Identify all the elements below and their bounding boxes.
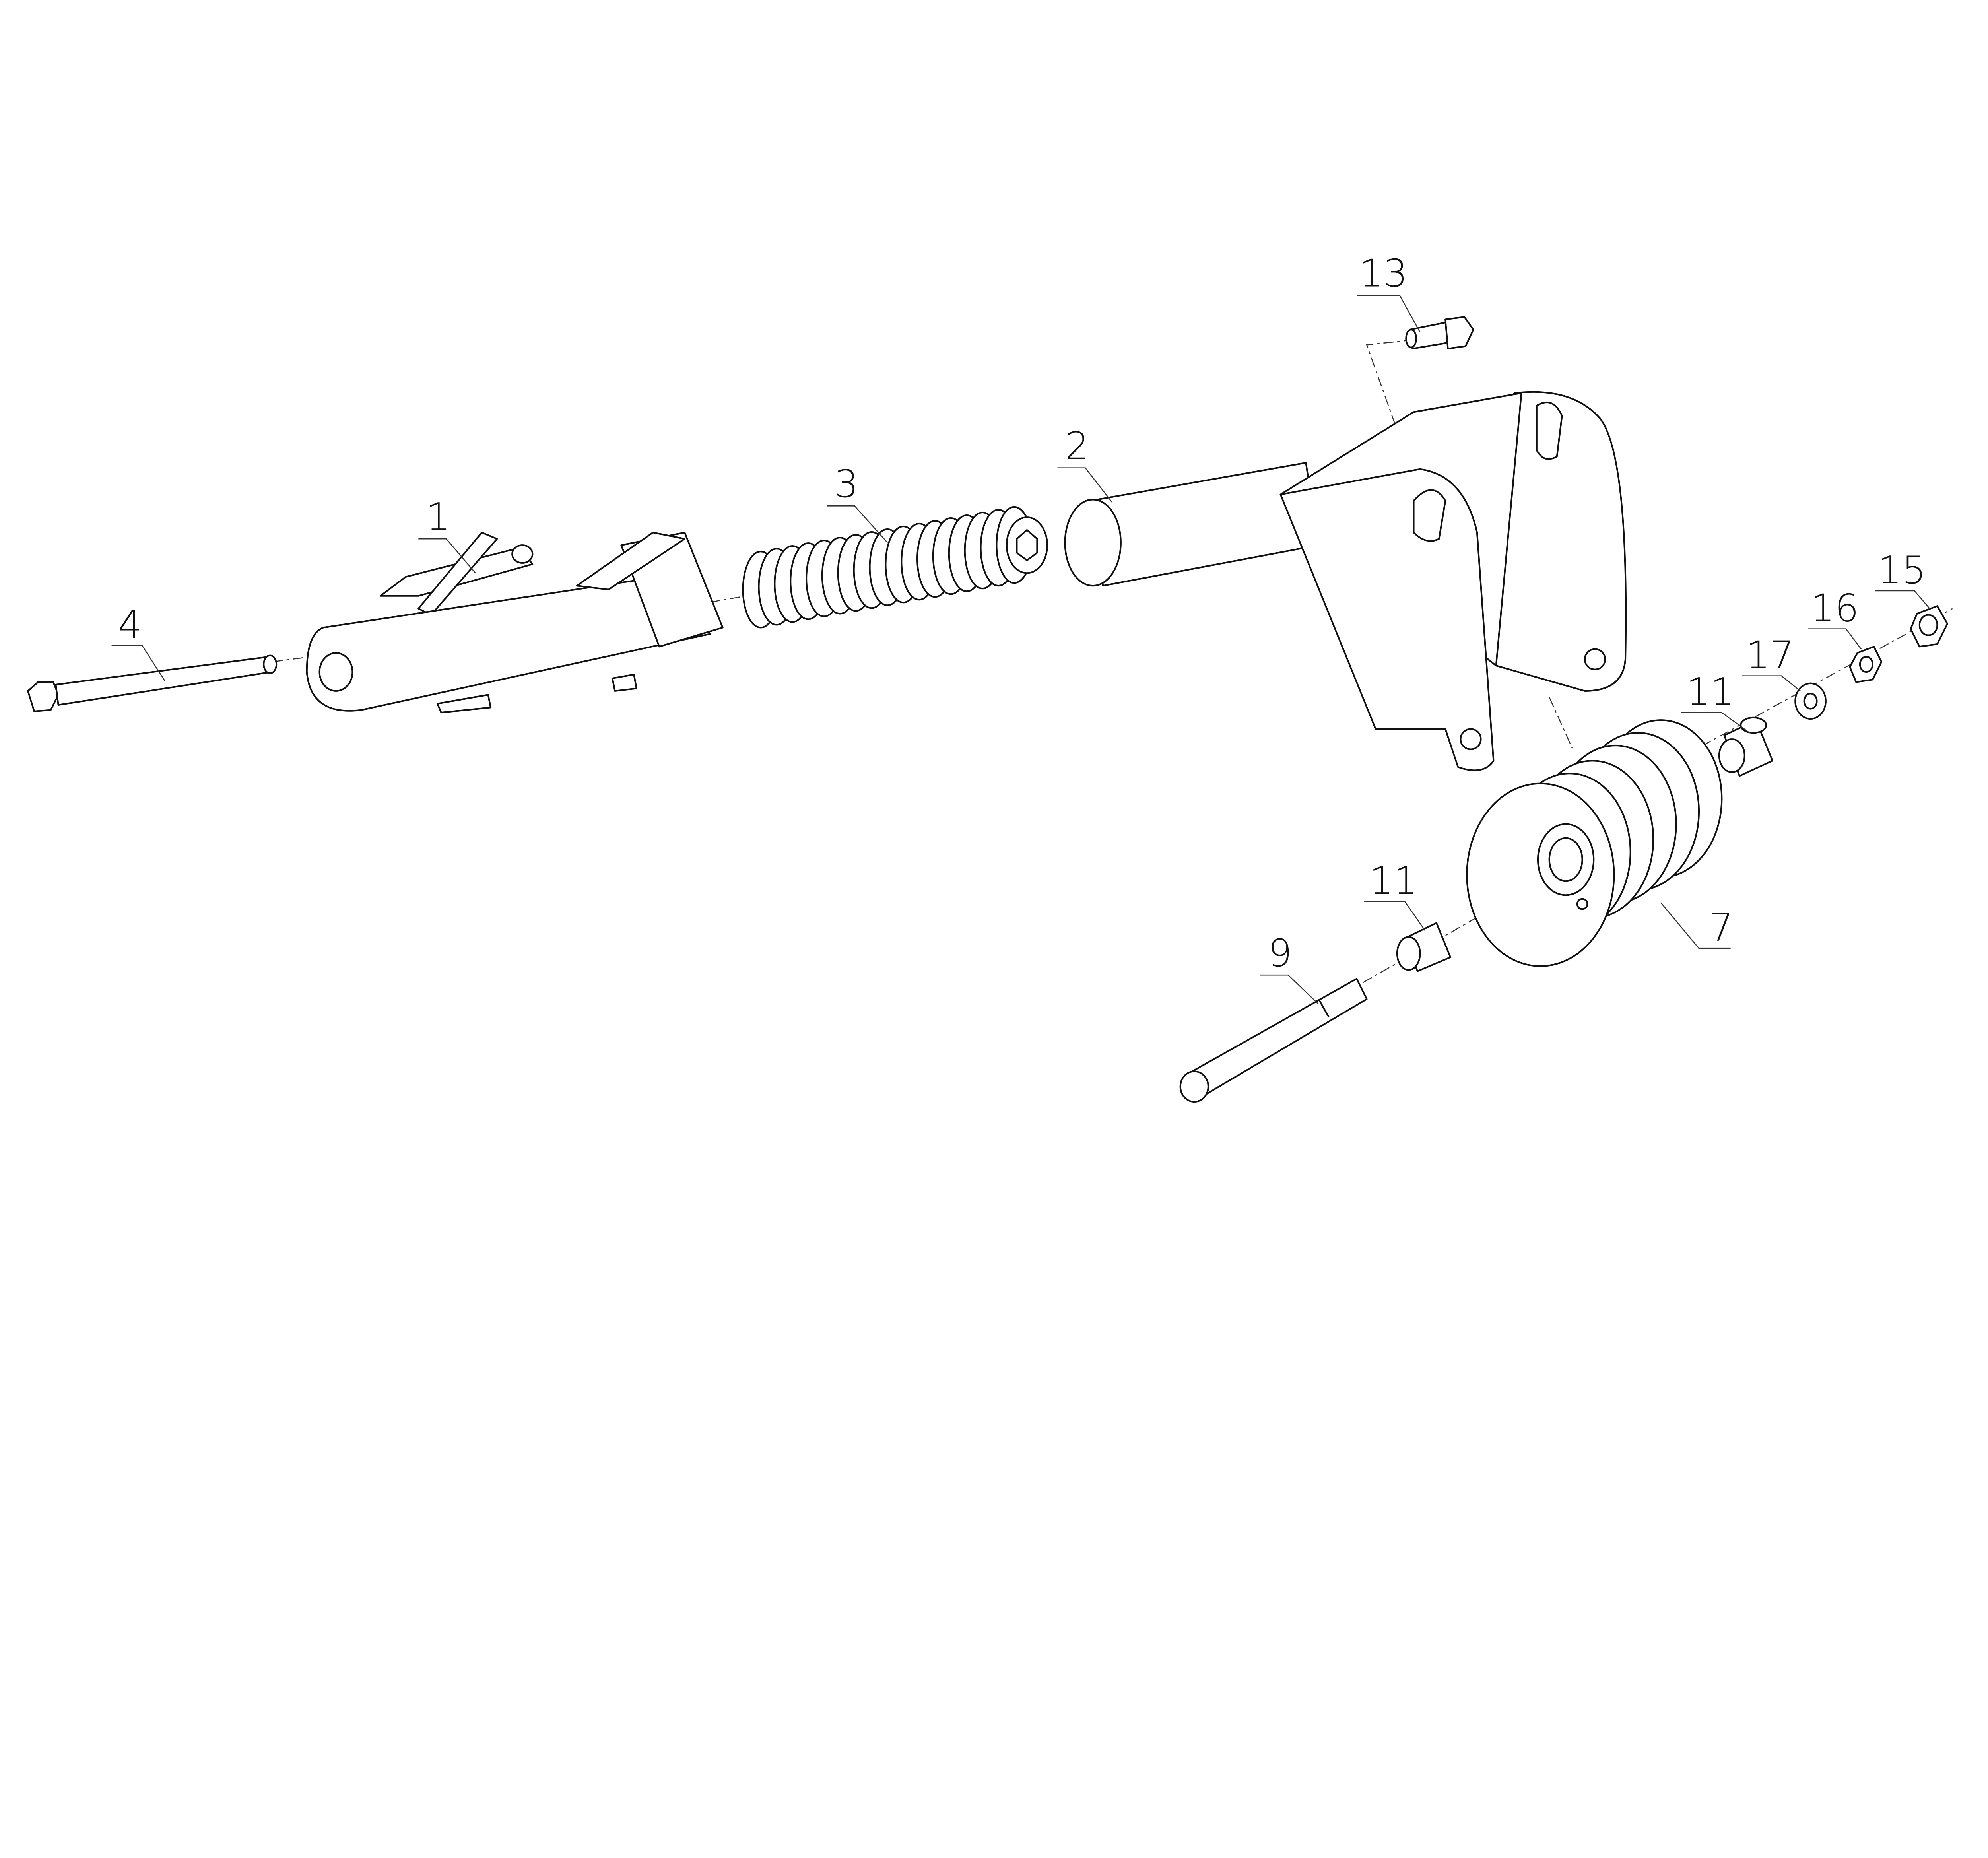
pulley-part-7 — [1466, 719, 1723, 967]
bushing-part-11-lower — [1396, 922, 1452, 972]
bolt-part-4 — [27, 654, 278, 712]
callout-label: 15 — [1878, 548, 1926, 592]
washer-part-17 — [1794, 682, 1827, 720]
nut-part-16 — [1849, 646, 1883, 683]
nut-part-15 — [1910, 605, 1949, 648]
callout-label: 17 — [1746, 633, 1794, 677]
callout-3: 3 — [827, 462, 888, 543]
spring-hex-nut — [1016, 529, 1038, 561]
callout-7: 7 — [1660, 902, 1733, 950]
frame-part-1 — [306, 532, 724, 714]
center-line-main — [272, 593, 1953, 983]
pin-part-9 — [1179, 978, 1368, 1103]
callout-17: 17 — [1742, 633, 1801, 691]
center-line-bolt13 — [1366, 339, 1421, 495]
callout-label: 3 — [834, 462, 858, 506]
callout-1: 1 — [418, 495, 476, 574]
spring-part-3 — [742, 506, 1048, 629]
callout-15: 15 — [1875, 548, 1930, 609]
callout-label: 11 — [1686, 670, 1735, 714]
callout-9: 9 — [1260, 931, 1319, 1005]
callout-4: 4 — [111, 602, 165, 681]
callout-16: 16 — [1808, 586, 1862, 650]
callout-label: 9 — [1268, 931, 1292, 975]
callout-2: 2 — [1057, 423, 1112, 503]
bolt-part-13 — [1405, 316, 1474, 349]
callout-label: 4 — [118, 602, 142, 647]
callout-11-upper: 11 — [1681, 670, 1750, 734]
callout-label: 2 — [1065, 423, 1089, 468]
callout-label: 16 — [1811, 586, 1859, 630]
bushing-part-11-upper — [1718, 716, 1773, 777]
callout-13: 13 — [1356, 251, 1421, 333]
callout-label: 7 — [1709, 905, 1733, 950]
arm-part-2 — [1064, 391, 1627, 771]
callout-11-lower: 11 — [1364, 858, 1426, 931]
callout-label: 1 — [426, 495, 450, 539]
exploded-diagram: 1 2 3 4 7 9 11 11 13 15 16 17 — [27, 251, 1953, 1103]
callout-label: 13 — [1359, 251, 1408, 296]
callout-label: 11 — [1369, 858, 1418, 903]
center-line-pulley — [1549, 697, 1573, 748]
